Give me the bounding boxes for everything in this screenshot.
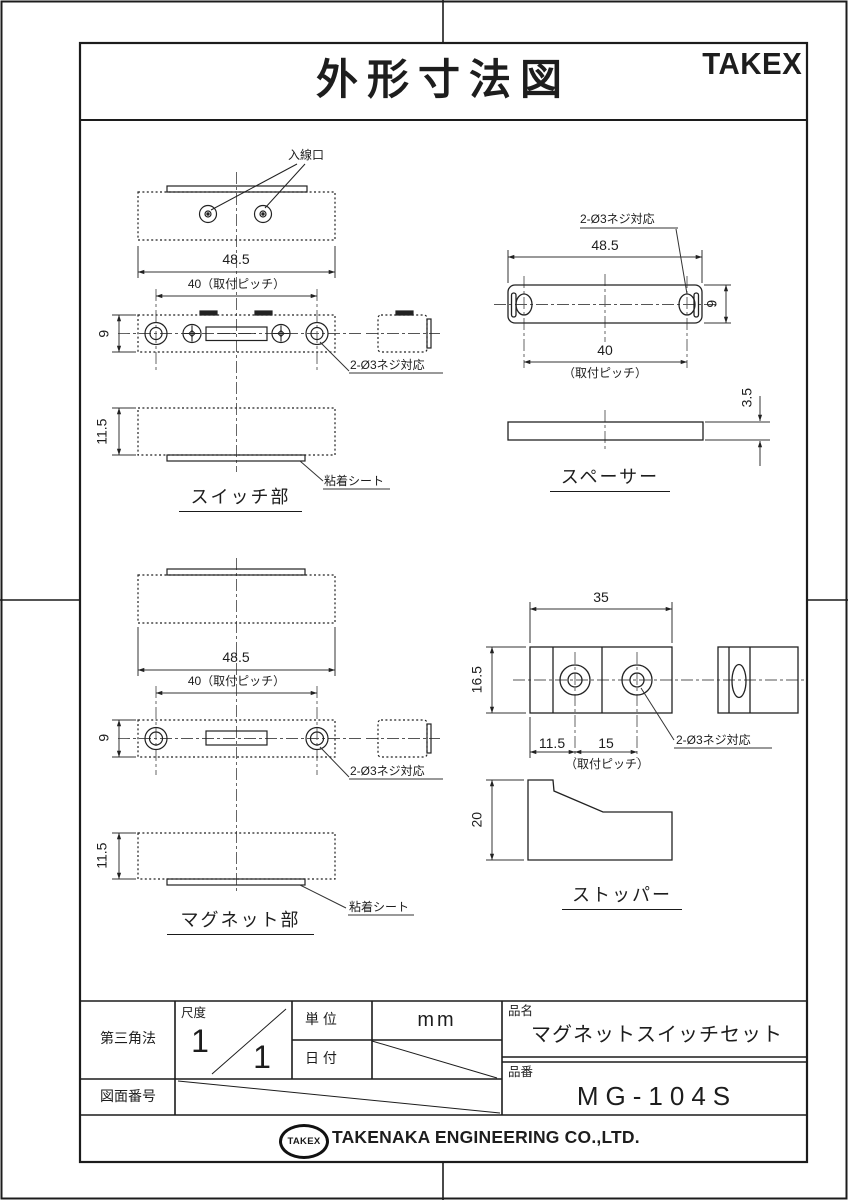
dim-magnet-thickness: 11.5: [93, 842, 110, 869]
label-switch-part: スイッチ部: [179, 487, 302, 512]
dim-magnet-height: 9: [95, 733, 112, 742]
company-name: TAKENAKA ENGINEERING CO.,LTD.: [332, 1127, 640, 1147]
dim-stopper-depth: 20: [468, 811, 485, 828]
dim-switch-pitch: 40（取付ピッチ）: [187, 277, 286, 291]
label-stopper: ストッパー: [562, 885, 682, 910]
dim-stopper-width: 35: [593, 589, 609, 605]
dim-stopper-height: 16.5: [468, 666, 485, 694]
unit-value: mm: [417, 1009, 457, 1031]
dim-spacer-overall-width: 48.5: [591, 237, 619, 253]
projection-method: 第三角法: [100, 1030, 156, 1046]
magnet-screw-callout: 2-Ø3ネジ対応: [350, 764, 425, 778]
spacer-screw-callout: 2-Ø3ネジ対応: [580, 212, 655, 226]
dim-stopper-pitch-value: 15: [598, 735, 614, 751]
dim-switch-thickness: 11.5: [93, 418, 110, 445]
dim-stopper-edge: 11.5: [538, 735, 566, 751]
date-label: 日 付: [305, 1050, 337, 1066]
switch-entry-callout: 入線口: [288, 148, 325, 162]
dim-spacer-height: 9: [703, 299, 720, 308]
switch-part-drawing: [112, 163, 443, 490]
dim-magnet-overall-width: 48.5: [222, 649, 250, 665]
dim-spacer-pitch-value: 40: [597, 342, 613, 358]
dim-spacer-pitch-note: （取付ピッチ）: [562, 366, 647, 380]
scale-numerator: 1: [191, 1023, 209, 1059]
dim-magnet-pitch: 40（取付ピッチ）: [187, 674, 286, 688]
title-block-lines: [80, 1000, 807, 1116]
brand-logo-text: TAKEX: [701, 46, 802, 81]
scale-denominator: 1: [253, 1039, 271, 1075]
magnet-part-drawing: [112, 558, 443, 916]
stopper-drawing: [486, 602, 806, 861]
product-name-value: マグネットスイッチセット: [531, 1024, 783, 1046]
product-number-value: MG-104S: [576, 1081, 738, 1111]
magnet-adhesive-callout: 粘着シート: [349, 900, 410, 914]
label-magnet-part: マグネット部: [167, 910, 314, 935]
dim-switch-height: 9: [95, 329, 112, 338]
product-number-label: 品番: [508, 1065, 534, 1079]
switch-adhesive-callout: 粘着シート: [324, 474, 385, 488]
page-title: 外形寸法図: [315, 56, 571, 103]
spacer-drawing: [494, 227, 770, 466]
drawing-number-label: 図面番号: [100, 1088, 156, 1104]
stopper-screw-callout: 2-Ø3ネジ対応: [676, 733, 751, 747]
label-spacer: スペーサー: [550, 467, 670, 492]
product-name-label: 品名: [508, 1004, 534, 1018]
dim-spacer-thickness: 3.5: [738, 387, 755, 408]
scale-label: 尺度: [181, 1006, 207, 1020]
dim-switch-overall-width: 48.5: [222, 251, 250, 267]
dim-stopper-pitch-note: （取付ピッチ）: [564, 757, 649, 771]
unit-label: 単 位: [305, 1011, 337, 1027]
takex-oval-logo-text: TAKEX: [287, 1136, 321, 1147]
takex-oval-logo: TAKEX: [279, 1124, 329, 1159]
switch-screw-callout: 2-Ø3ネジ対応: [350, 358, 425, 372]
